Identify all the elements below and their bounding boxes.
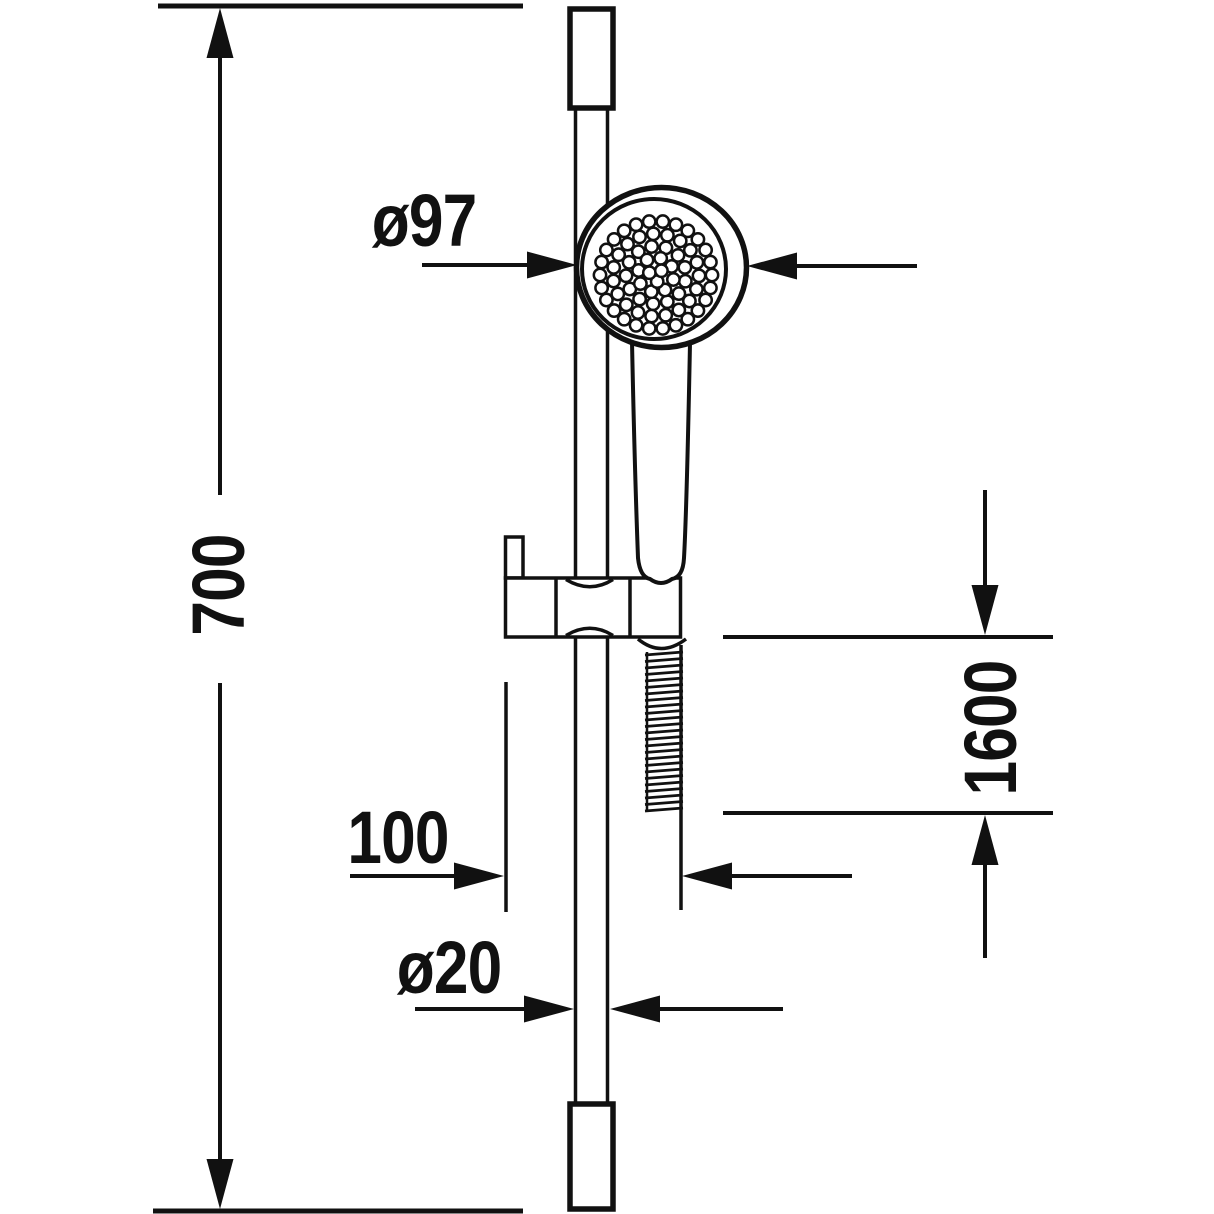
- dimension-bar-diameter: [415, 995, 783, 1023]
- arrowhead-left: [610, 995, 660, 1023]
- spray-nozzles: [592, 214, 720, 336]
- shower-handle: [628, 288, 694, 585]
- arrowhead-up: [971, 815, 999, 865]
- hand-shower: [573, 184, 750, 585]
- hose-rib-pattern: [644, 650, 684, 813]
- arrowhead-left: [747, 252, 797, 280]
- shower-hose: [636, 637, 688, 910]
- dimension-hose-length: [723, 490, 1053, 958]
- arrowhead-down: [206, 1159, 234, 1209]
- holder-hook: [503, 535, 525, 580]
- dimension-head-diameter: [422, 251, 917, 280]
- head-diameter-label: ø97: [371, 179, 477, 262]
- hose-length-label: 1600: [949, 660, 1032, 796]
- dimension-holder-depth: [350, 682, 852, 912]
- dimension-bar-length: [153, 3, 523, 1214]
- holder-bracket: [503, 535, 683, 639]
- bar-length-label: 700: [177, 534, 260, 636]
- arrowhead-up: [206, 8, 234, 58]
- bar-diameter-label: ø20: [396, 926, 502, 1009]
- arrowhead-down: [971, 585, 999, 635]
- holder-depth-label: 100: [347, 796, 449, 879]
- arrowhead-left: [682, 862, 732, 890]
- bar-top-cap: [567, 6, 616, 111]
- arrowhead-right: [524, 995, 574, 1023]
- arrowhead-right: [527, 251, 577, 279]
- arrowhead-right: [454, 862, 504, 890]
- bar-bottom-cap: [567, 1101, 616, 1212]
